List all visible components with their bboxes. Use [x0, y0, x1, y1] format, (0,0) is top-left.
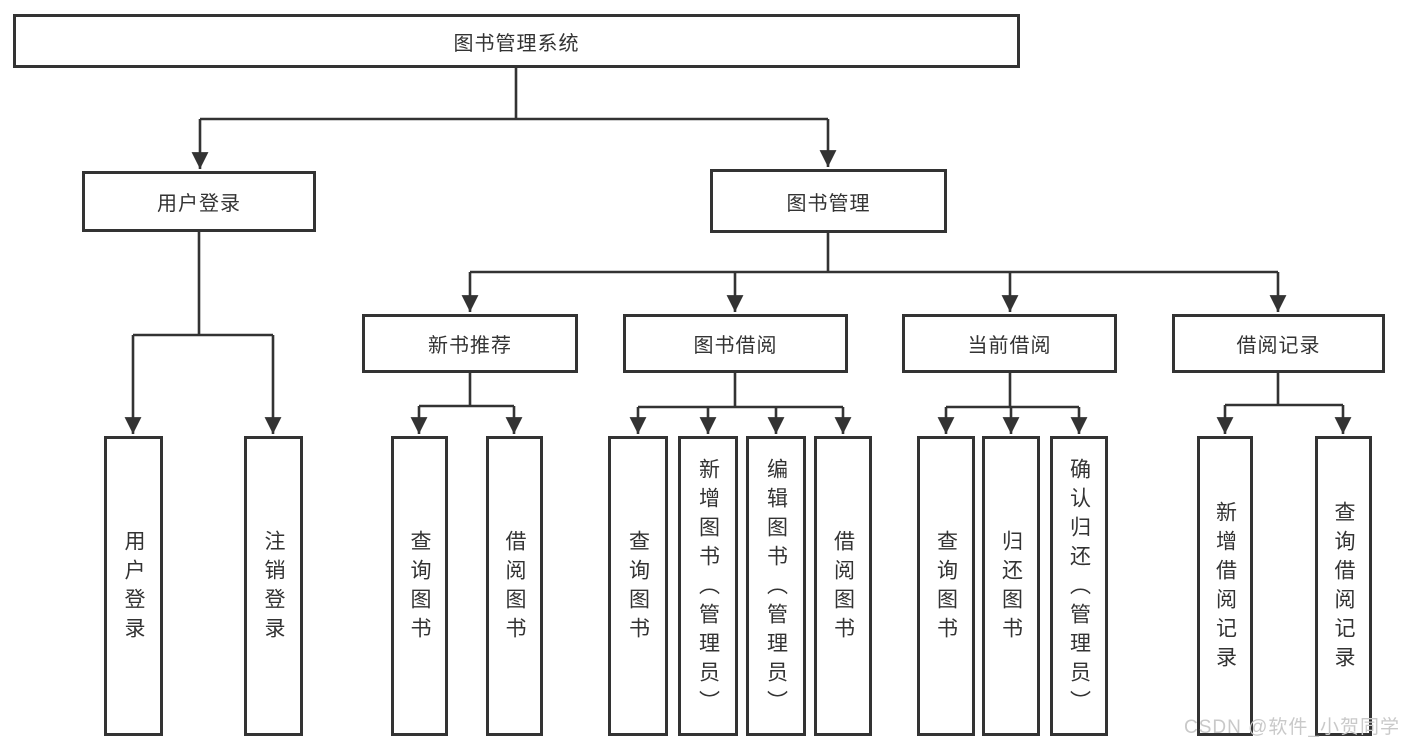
connector-root-to-level2: [200, 68, 828, 121]
leaf-bb-add-books-admin: 新增图书（管理员）: [678, 436, 738, 736]
leaf-cb-return-books: 归还图书: [982, 436, 1040, 736]
leaf-nb-query-books: 查询图书: [391, 436, 448, 736]
leaf-br-add-record: 新增借阅记录: [1197, 436, 1253, 736]
leaf-bb-borrow-books: 借阅图书: [814, 436, 872, 736]
leaf-bb-query-books: 查询图书: [608, 436, 668, 736]
connector-bookborrow-to-leaves: [638, 373, 843, 409]
connector-newbookrec-to-leaves: [419, 373, 514, 408]
node-borrow-record: 借阅记录: [1172, 314, 1385, 373]
connector-borrowrecord-to-leaves: [1225, 373, 1343, 407]
connector-userlogin-to-leaves: [133, 232, 273, 337]
leaf-br-query-record: 查询借阅记录: [1315, 436, 1372, 736]
node-book-borrow: 图书借阅: [623, 314, 848, 373]
node-new-book-rec: 新书推荐: [362, 314, 578, 373]
leaf-logout: 注销登录: [244, 436, 303, 736]
node-user-login: 用户登录: [82, 171, 316, 232]
leaf-cb-confirm-return-admin: 确认归还（管理员）: [1050, 436, 1108, 736]
node-current-borrow: 当前借阅: [902, 314, 1117, 373]
connector-currentborrow-to-leaves: [946, 373, 1079, 409]
node-root: 图书管理系统: [13, 14, 1020, 68]
leaf-cb-query-books: 查询图书: [917, 436, 975, 736]
leaf-bb-edit-books-admin: 编辑图书（管理员）: [746, 436, 806, 736]
leaf-user-login: 用户登录: [104, 436, 163, 736]
node-book-mgmt: 图书管理: [710, 169, 947, 233]
csdn-watermark: CSDN @软件_小贺同学: [1184, 717, 1400, 738]
leaf-nb-borrow-books: 借阅图书: [486, 436, 543, 736]
connector-bookmgmt-to-level3: [470, 233, 1278, 274]
